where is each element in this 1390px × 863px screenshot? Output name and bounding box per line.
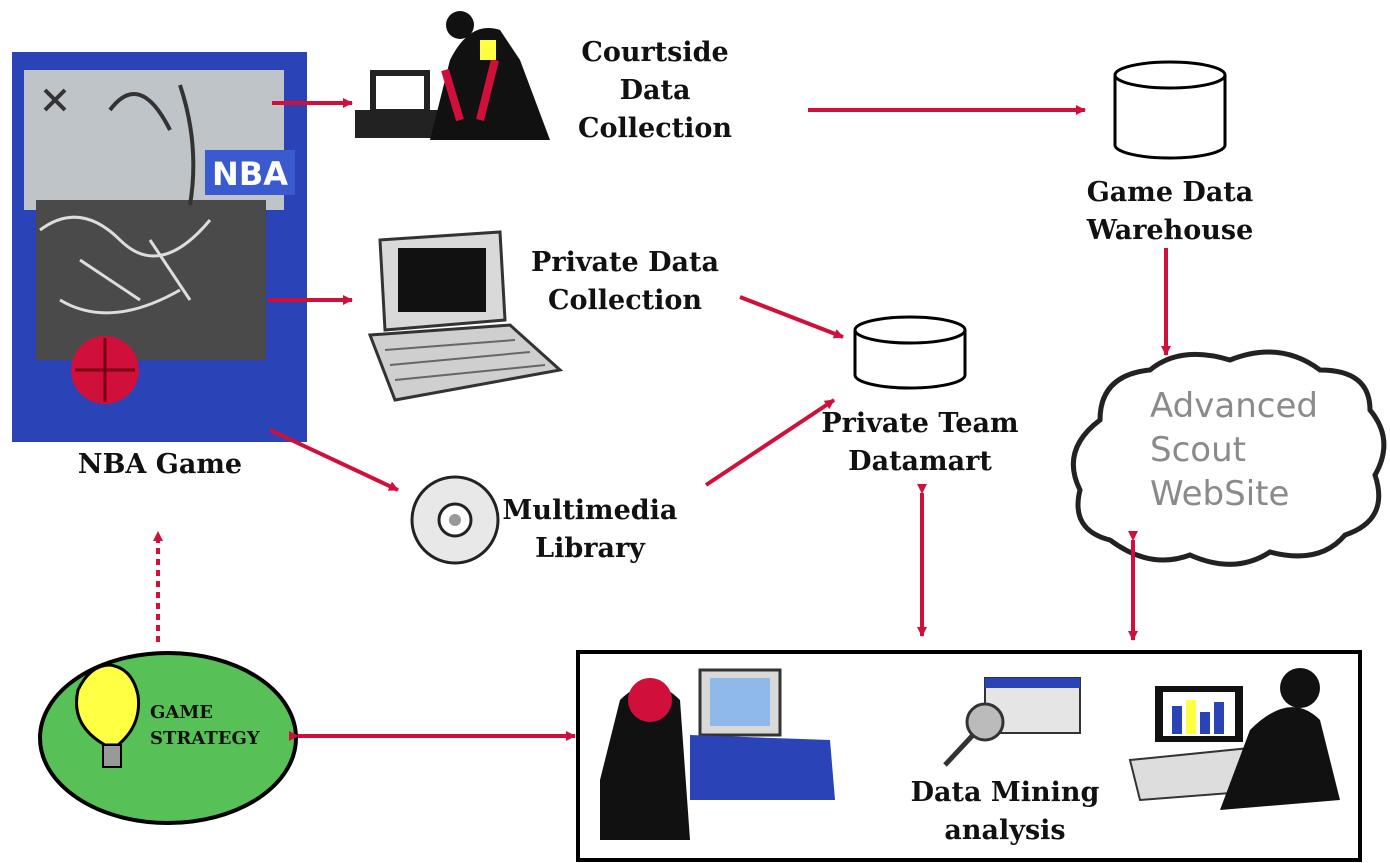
- label-datamart: Private Team Datamart: [821, 408, 1019, 477]
- warehouse-cylinder-icon: [1113, 60, 1227, 160]
- label-strategy: GAME STRATEGY: [150, 702, 260, 749]
- flow-arrows: [153, 98, 1171, 741]
- label-nba-game: NBA Game: [77, 449, 243, 480]
- strategy-ellipse: [38, 651, 298, 825]
- datamart-cylinder-icon: [853, 315, 967, 390]
- arrow-game-to-cd: [269, 428, 399, 492]
- cd-disc-icon: [410, 475, 500, 565]
- label-courtside: Courtside Data Collection: [578, 37, 732, 144]
- label-warehouse: Game Data Warehouse: [1086, 177, 1254, 246]
- label-private-collection: Private Data Collection: [531, 247, 719, 316]
- label-multimedia: Multimedia Library: [502, 495, 678, 564]
- website-cloud: [1070, 349, 1387, 567]
- analysis-box: [576, 650, 1362, 862]
- courtside-figure-icon: [355, 11, 550, 140]
- arrow-multimedia-to-datamart: [704, 398, 836, 487]
- arrow-private-to-datamart: [739, 295, 844, 339]
- label-mining: Data Mining analysis: [910, 777, 1100, 846]
- label-website: Advanced Scout WebSite: [1150, 386, 1318, 514]
- nba-game-poster: NBA: [12, 52, 307, 442]
- nba-logo-text: NBA: [212, 155, 288, 193]
- laptop-icon: [367, 230, 564, 402]
